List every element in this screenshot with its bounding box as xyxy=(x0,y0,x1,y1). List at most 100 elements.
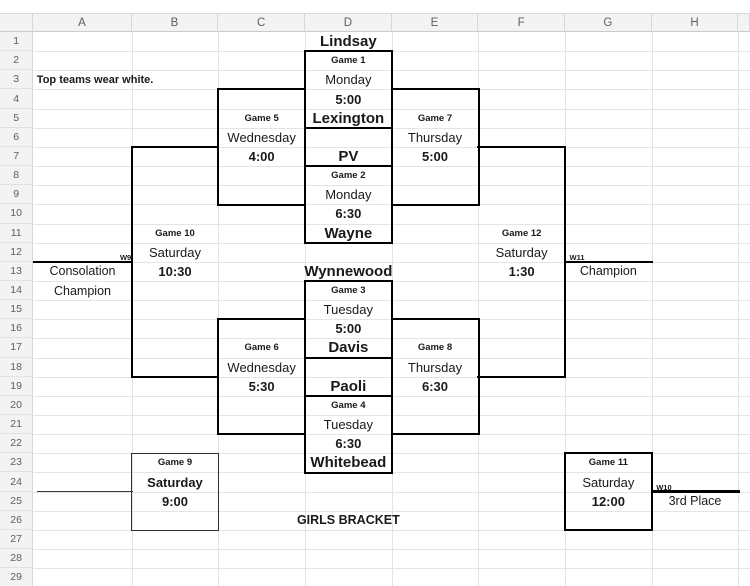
row-header-21[interactable]: 21 xyxy=(0,415,34,435)
row-header-2[interactable]: 2 xyxy=(0,51,34,71)
cell-B13[interactable]: 10:30 xyxy=(158,263,192,279)
cell-D3[interactable]: Monday xyxy=(325,72,372,88)
cell-B11[interactable]: Game 10 xyxy=(155,227,195,239)
cell-C7[interactable]: 4:00 xyxy=(248,148,275,164)
cell-G23[interactable]: Game 11 xyxy=(588,457,628,469)
column-header-A[interactable]: A xyxy=(33,13,132,32)
row-header-9[interactable]: 9 xyxy=(0,185,34,205)
row-header-13[interactable]: 13 xyxy=(0,261,34,281)
gridline-horizontal xyxy=(33,568,750,570)
row-header-26[interactable]: 26 xyxy=(0,510,34,530)
champion-line xyxy=(563,260,653,263)
cell-A14[interactable]: Champion xyxy=(54,283,111,298)
cell-C5[interactable]: Game 5 xyxy=(244,112,279,124)
row-header-4[interactable]: 4 xyxy=(0,89,34,109)
row-header-27[interactable]: 27 xyxy=(0,529,34,550)
row-header-19[interactable]: 19 xyxy=(0,376,34,396)
cell-B23[interactable]: Game 9 xyxy=(157,457,193,469)
row-header-3[interactable]: 3 xyxy=(0,70,34,90)
gridline-vertical xyxy=(738,32,740,586)
select-all-corner[interactable] xyxy=(0,13,34,32)
cell-G24[interactable]: Saturday xyxy=(582,474,635,490)
column-header-B[interactable]: B xyxy=(131,13,219,32)
row-header-10[interactable]: 10 xyxy=(0,204,34,224)
cell-A12[interactable]: W9 xyxy=(119,252,132,262)
row-header-6[interactable]: 6 xyxy=(0,127,34,147)
cell-G12[interactable]: W11 xyxy=(569,252,585,262)
cell-E19[interactable]: 6:30 xyxy=(421,378,448,394)
cell-B25[interactable]: 9:00 xyxy=(161,493,188,509)
cell-D7[interactable]: PV xyxy=(338,147,359,165)
row-header-17[interactable]: 17 xyxy=(0,338,34,358)
row-header-23[interactable]: 23 xyxy=(0,453,34,473)
cell-C6[interactable]: Wednesday xyxy=(227,129,296,145)
row-header-18[interactable]: 18 xyxy=(0,357,34,377)
cell-F11[interactable]: Game 12 xyxy=(501,227,542,239)
cell-D2[interactable]: Game 1 xyxy=(331,55,366,67)
row-header-12[interactable]: 12 xyxy=(0,242,34,262)
cell-E5[interactable]: Game 7 xyxy=(417,112,453,124)
cell-D15[interactable]: Tuesday xyxy=(323,302,374,318)
row-header-24[interactable]: 24 xyxy=(0,472,34,492)
cell-D1[interactable]: Lindsay xyxy=(320,33,377,51)
row-header-25[interactable]: 25 xyxy=(0,491,34,511)
row-header-1[interactable]: 1 xyxy=(0,32,34,52)
cell-E18[interactable]: Thursday xyxy=(407,359,463,375)
row-header-14[interactable]: 14 xyxy=(0,280,34,301)
cell-D21[interactable]: Tuesday xyxy=(323,417,374,433)
cell-G25[interactable]: 12:00 xyxy=(591,493,625,509)
cell-A13[interactable]: Consolation xyxy=(49,264,116,279)
row-header-11[interactable]: 11 xyxy=(0,223,34,243)
cell-D8[interactable]: Game 2 xyxy=(331,170,366,182)
row-header-22[interactable]: 22 xyxy=(0,434,34,454)
cell-D16[interactable]: 5:00 xyxy=(335,321,362,337)
column-header-G[interactable]: G xyxy=(565,13,652,32)
cell-E6[interactable]: Thursday xyxy=(407,129,463,145)
cell-D22[interactable]: 6:30 xyxy=(335,436,362,452)
cell-C17[interactable]: Game 6 xyxy=(244,342,279,354)
cell-D13[interactable]: Wynnewood xyxy=(304,262,393,280)
cell-B12[interactable]: Saturday xyxy=(148,244,201,260)
row-header-16[interactable]: 16 xyxy=(0,319,34,339)
cell-F12[interactable]: Saturday xyxy=(495,244,548,260)
row-header-7[interactable]: 7 xyxy=(0,146,34,167)
gridline-vertical xyxy=(218,32,220,586)
cell-D5[interactable]: Lexington xyxy=(312,109,385,127)
cell-B24[interactable]: Saturday xyxy=(147,474,203,490)
row-header-5[interactable]: 5 xyxy=(0,108,34,128)
row-header-15[interactable]: 15 xyxy=(0,300,34,320)
cell-F13[interactable]: 1:30 xyxy=(508,263,535,279)
bracket-line-right-top xyxy=(477,145,567,149)
row-header-29[interactable]: 29 xyxy=(0,568,34,586)
cell-D10[interactable]: 6:30 xyxy=(335,206,362,222)
cell-D20[interactable]: Game 4 xyxy=(331,399,366,411)
cell-A3[interactable]: Top teams wear white. xyxy=(36,73,154,86)
column-header-H[interactable]: H xyxy=(651,13,739,32)
column-header-F[interactable]: F xyxy=(478,13,565,32)
gridline-horizontal xyxy=(33,529,750,531)
cell-D11[interactable]: Wayne xyxy=(324,224,373,242)
cell-D14[interactable]: Game 3 xyxy=(331,285,366,297)
row-header-28[interactable]: 28 xyxy=(0,549,34,569)
cell-E17[interactable]: Game 8 xyxy=(417,342,453,354)
row-header-8[interactable]: 8 xyxy=(0,166,34,186)
cell-D26[interactable]: GIRLS BRACKET xyxy=(296,513,400,528)
column-header-partial[interactable] xyxy=(738,13,750,32)
column-header-C[interactable]: C xyxy=(218,13,305,32)
cell-D23[interactable]: Whitebead xyxy=(310,454,387,472)
column-header-D[interactable]: D xyxy=(305,13,392,32)
cell-D4[interactable]: 5:00 xyxy=(335,91,362,107)
cell-C18[interactable]: Wednesday xyxy=(227,359,296,375)
column-header-E[interactable]: E xyxy=(391,13,479,32)
cell-C19[interactable]: 5:30 xyxy=(248,378,275,394)
row-header-20[interactable]: 20 xyxy=(0,395,34,416)
third-place-line xyxy=(650,490,740,493)
cell-G13[interactable]: Champion xyxy=(579,264,637,279)
bracket-line-left-top xyxy=(130,145,219,149)
cell-H25[interactable]: 3rd Place xyxy=(668,494,722,509)
cell-D19[interactable]: Paoli xyxy=(330,377,367,395)
cell-D17[interactable]: Davis xyxy=(328,339,369,357)
cell-H24[interactable]: W10 xyxy=(656,482,672,492)
cell-D9[interactable]: Monday xyxy=(325,187,372,203)
cell-E7[interactable]: 5:00 xyxy=(421,148,448,164)
